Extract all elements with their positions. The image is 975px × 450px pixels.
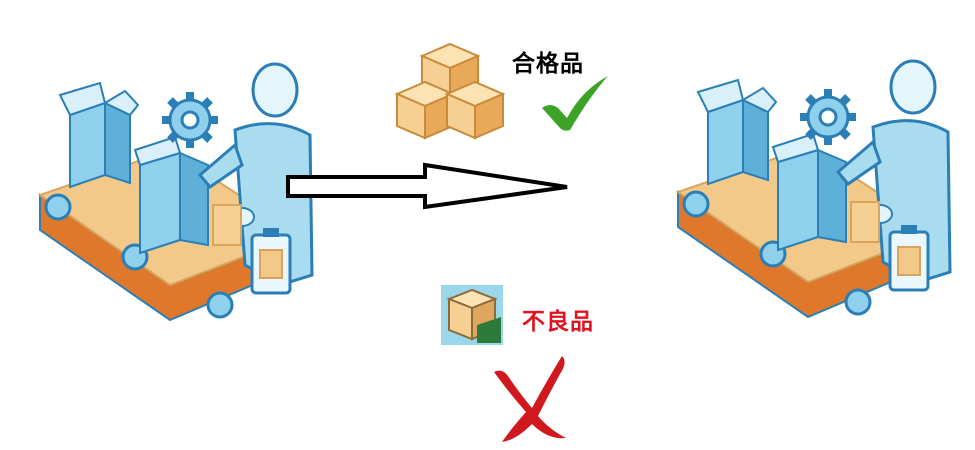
- defective-product-label: 不良品: [522, 309, 594, 335]
- right-station-icon: [668, 32, 958, 322]
- single-box-icon: [441, 285, 503, 345]
- cross-icon: [488, 350, 578, 445]
- checkmark-icon: [540, 72, 612, 132]
- good-product-label: 合格品: [512, 51, 584, 77]
- left-station-icon: [30, 35, 320, 325]
- stacked-boxes-icon: [392, 38, 507, 143]
- right-arrow-icon: [285, 160, 575, 210]
